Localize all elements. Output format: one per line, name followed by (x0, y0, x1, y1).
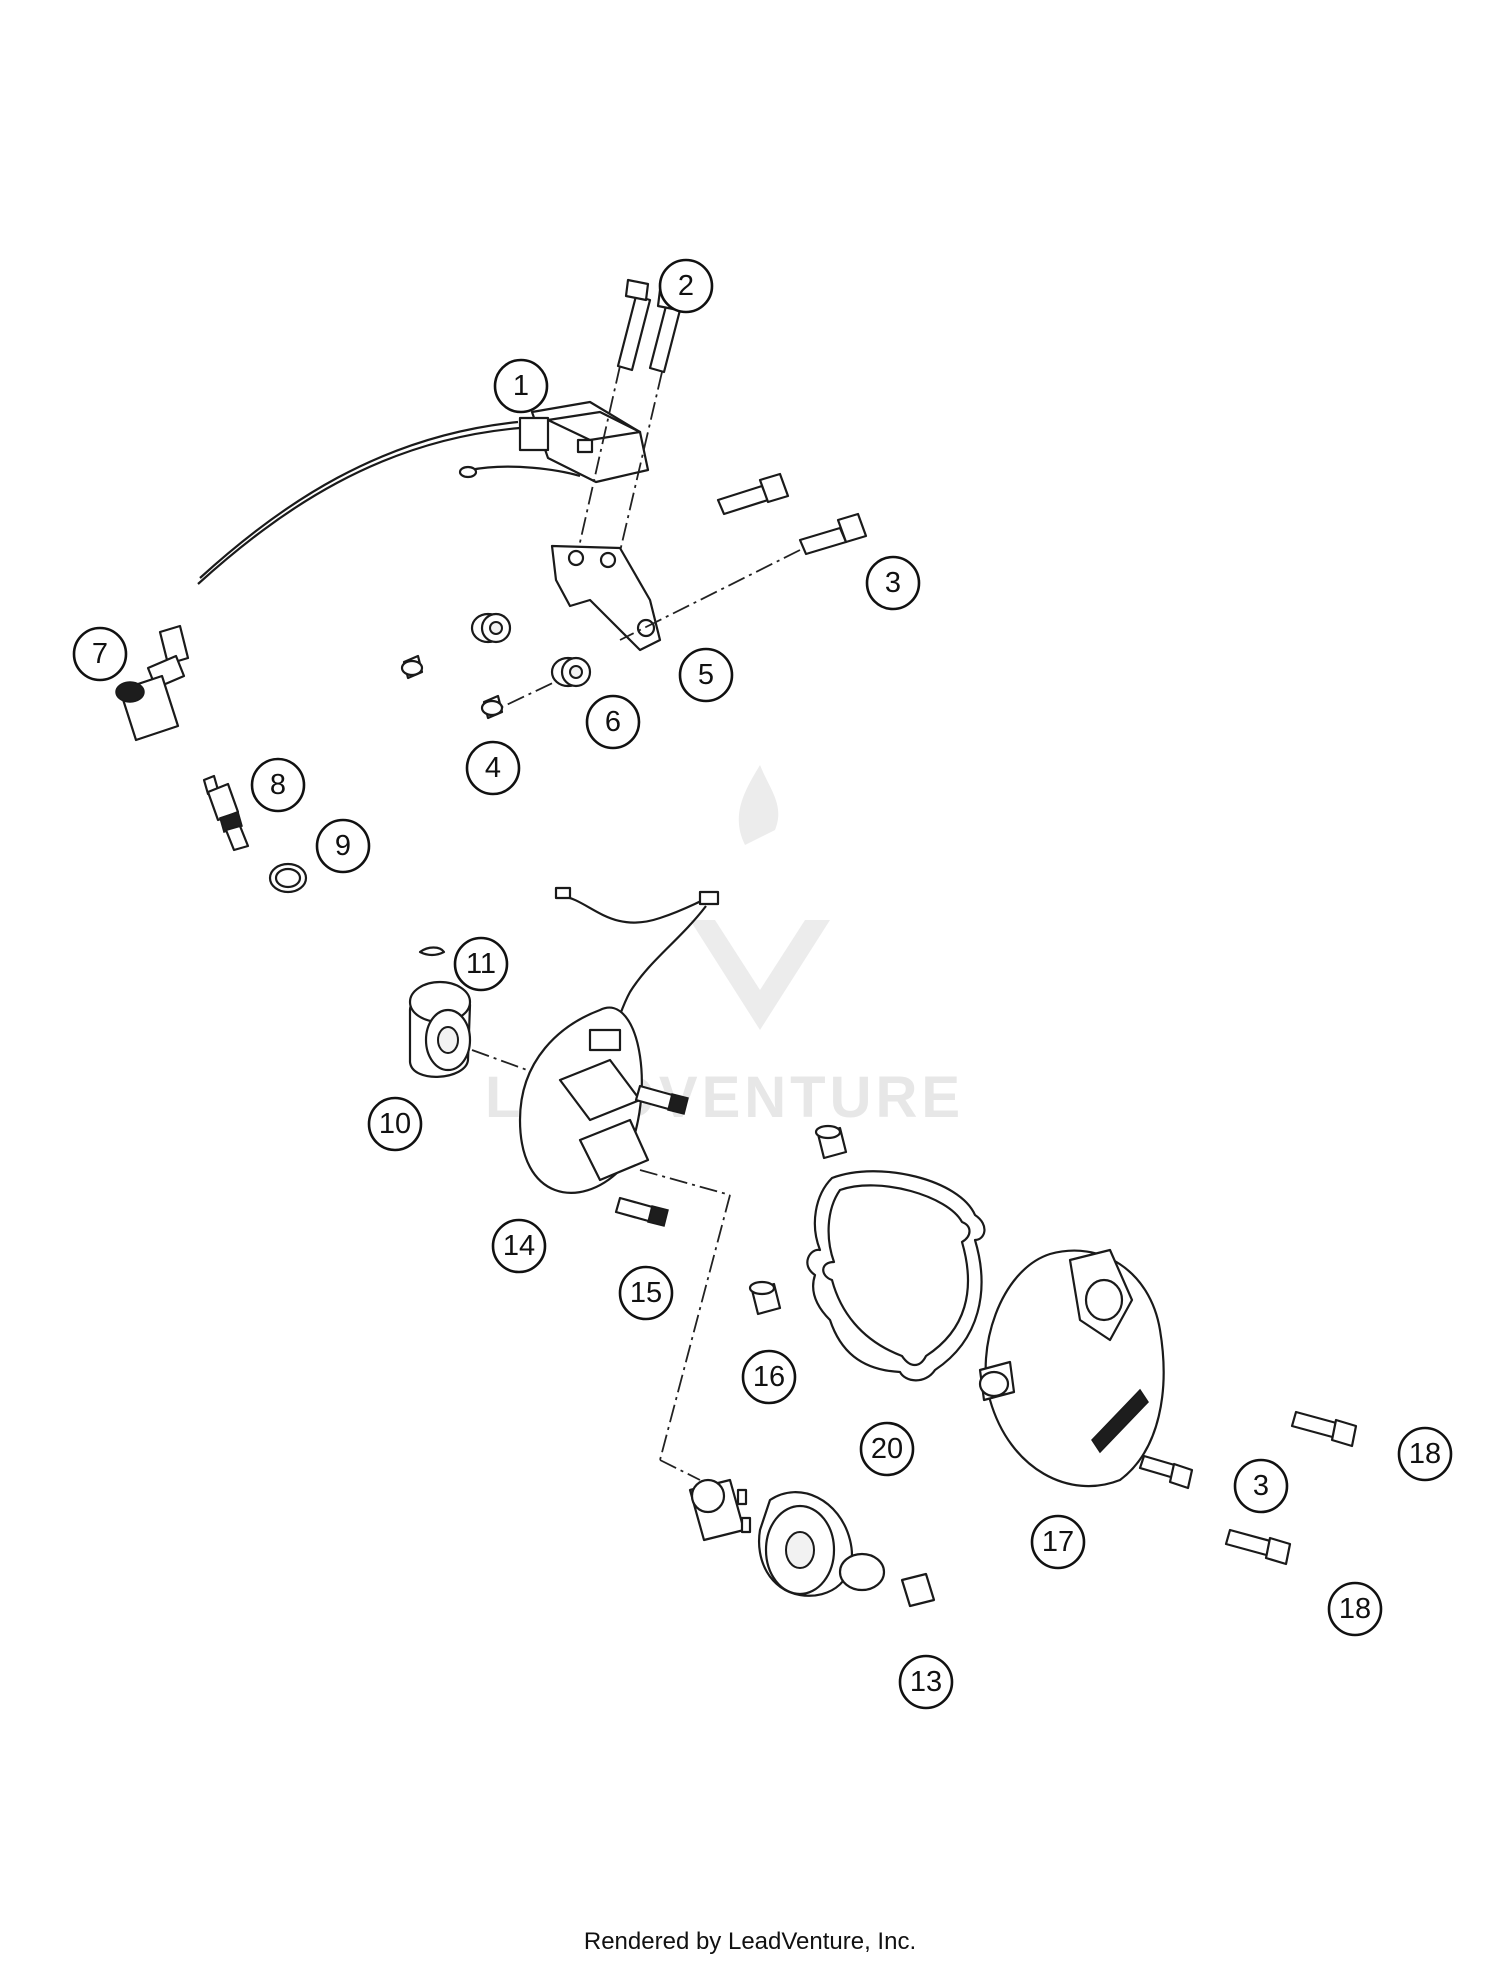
cover-gasket (806, 1170, 986, 1382)
callout-8[interactable]: 8 (250, 757, 306, 813)
svg-text:5: 5 (698, 659, 714, 691)
flywheel-rotor (408, 980, 561, 1083)
callout-9[interactable]: 9 (315, 818, 371, 874)
svg-text:11: 11 (466, 948, 496, 980)
callout-14[interactable]: 14 (491, 1218, 547, 1274)
svg-text:7: 7 (92, 638, 108, 670)
svg-text:2: 2 (678, 270, 694, 302)
callout-2[interactable]: 2 (658, 258, 714, 314)
svg-text:18: 18 (1339, 1593, 1371, 1625)
spark-plug (202, 774, 308, 894)
coil-bracket (550, 544, 662, 652)
svg-text:20: 20 (871, 1433, 903, 1465)
bracket-bolts (499, 472, 868, 709)
callout-3-lower[interactable]: 3 (1233, 1458, 1289, 1514)
stator-screws (614, 1084, 689, 1227)
callout-3[interactable]: 3 (865, 555, 921, 611)
callout-5[interactable]: 5 (678, 647, 734, 703)
grommets (400, 612, 592, 720)
callout-1[interactable]: 1 (493, 358, 549, 414)
svg-text:14: 14 (503, 1230, 535, 1262)
callout-10[interactable]: 10 (367, 1096, 423, 1152)
callout-4[interactable]: 4 (465, 740, 521, 796)
callout-18[interactable]: 18 (1397, 1426, 1453, 1482)
callout-15[interactable]: 15 (618, 1265, 674, 1321)
svg-text:17: 17 (1042, 1526, 1074, 1558)
svg-text:1: 1 (513, 370, 529, 402)
dowel-sleeves (748, 1124, 848, 1316)
svg-text:15: 15 (630, 1277, 662, 1309)
svg-text:8: 8 (270, 769, 286, 801)
callout-11[interactable]: 11 (453, 936, 509, 992)
woodruff-key (418, 946, 446, 957)
svg-text:10: 10 (379, 1108, 411, 1140)
callout-16[interactable]: 16 (741, 1349, 797, 1405)
svg-text:3: 3 (885, 567, 901, 599)
svg-text:16: 16 (753, 1361, 785, 1393)
footer-credit: Rendered by LeadVenture, Inc. (583, 1928, 917, 1955)
svg-text:18: 18 (1409, 1438, 1441, 1470)
callout-6[interactable]: 6 (585, 694, 641, 750)
stator-plate (518, 1006, 731, 1481)
callout-17[interactable]: 17 (1030, 1514, 1086, 1570)
ignition-coil (197, 400, 650, 585)
svg-text:4: 4 (485, 752, 501, 784)
ignition-cover (978, 1248, 1165, 1488)
callout-13[interactable]: 13 (898, 1654, 954, 1710)
svg-text:13: 13 (910, 1666, 942, 1698)
svg-text:6: 6 (605, 706, 621, 738)
svg-text:9: 9 (335, 830, 351, 862)
flywheel-hub (688, 1478, 936, 1608)
callout-18-lower[interactable]: 18 (1327, 1581, 1383, 1637)
spark-plug-cap (115, 624, 190, 742)
callout-7[interactable]: 7 (72, 626, 128, 682)
cover-bolts (1138, 1410, 1358, 1566)
callout-20[interactable]: 20 (859, 1421, 915, 1477)
svg-text:3: 3 (1253, 1470, 1269, 1502)
